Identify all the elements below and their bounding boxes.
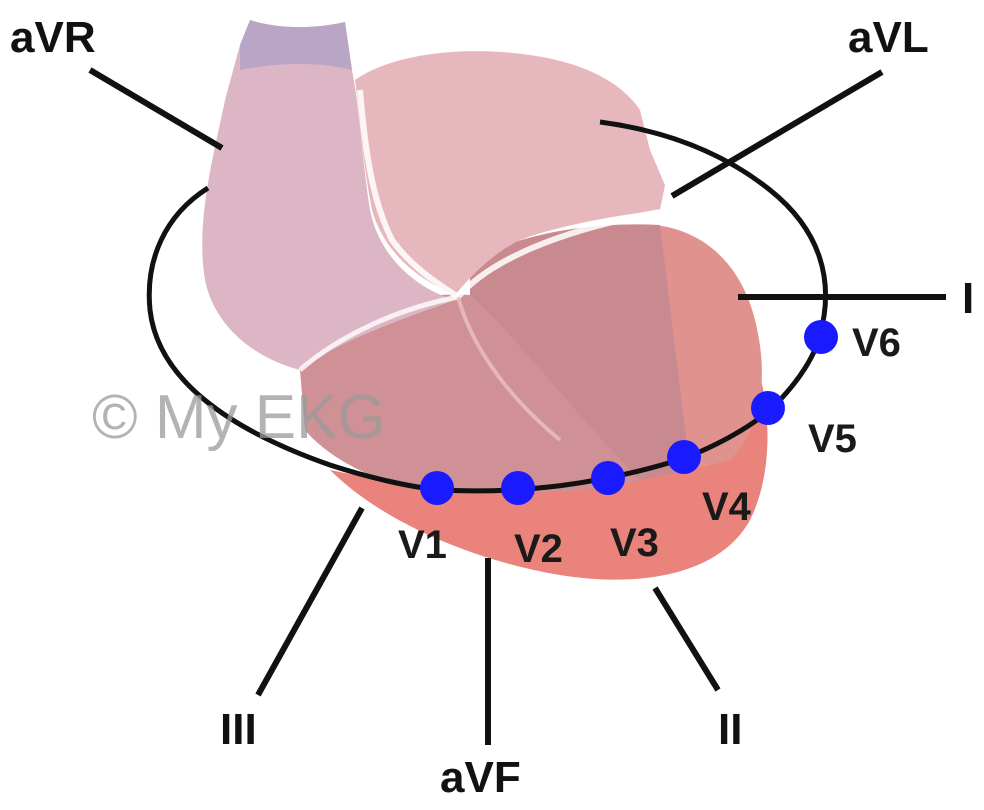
electrode-v2 bbox=[501, 471, 535, 505]
label-avr: aVR bbox=[10, 13, 96, 62]
label-v4: V4 bbox=[702, 485, 752, 529]
lead-line-iii bbox=[258, 508, 362, 695]
label-i: I bbox=[962, 274, 974, 323]
label-avf: aVF bbox=[440, 753, 521, 802]
label-v5: V5 bbox=[808, 417, 857, 461]
lead-line-avl bbox=[672, 72, 882, 196]
electrode-v1 bbox=[420, 471, 454, 505]
electrode-v3 bbox=[591, 461, 625, 495]
electrode-v4 bbox=[667, 440, 701, 474]
label-v2: V2 bbox=[514, 527, 563, 571]
heart-illustration bbox=[202, 20, 767, 580]
lead-line-ii bbox=[655, 588, 718, 690]
label-iii: III bbox=[220, 705, 257, 754]
electrode-v6 bbox=[804, 320, 838, 354]
lead-line-avr bbox=[90, 70, 222, 148]
label-avl: aVL bbox=[848, 13, 929, 62]
electrode-v5 bbox=[751, 391, 785, 425]
label-ii: II bbox=[718, 705, 742, 754]
watermark: © My EKG bbox=[92, 383, 386, 452]
label-v3: V3 bbox=[610, 521, 659, 565]
label-v6: V6 bbox=[852, 321, 901, 365]
vena-cava bbox=[240, 20, 352, 70]
label-v1: V1 bbox=[398, 523, 447, 567]
